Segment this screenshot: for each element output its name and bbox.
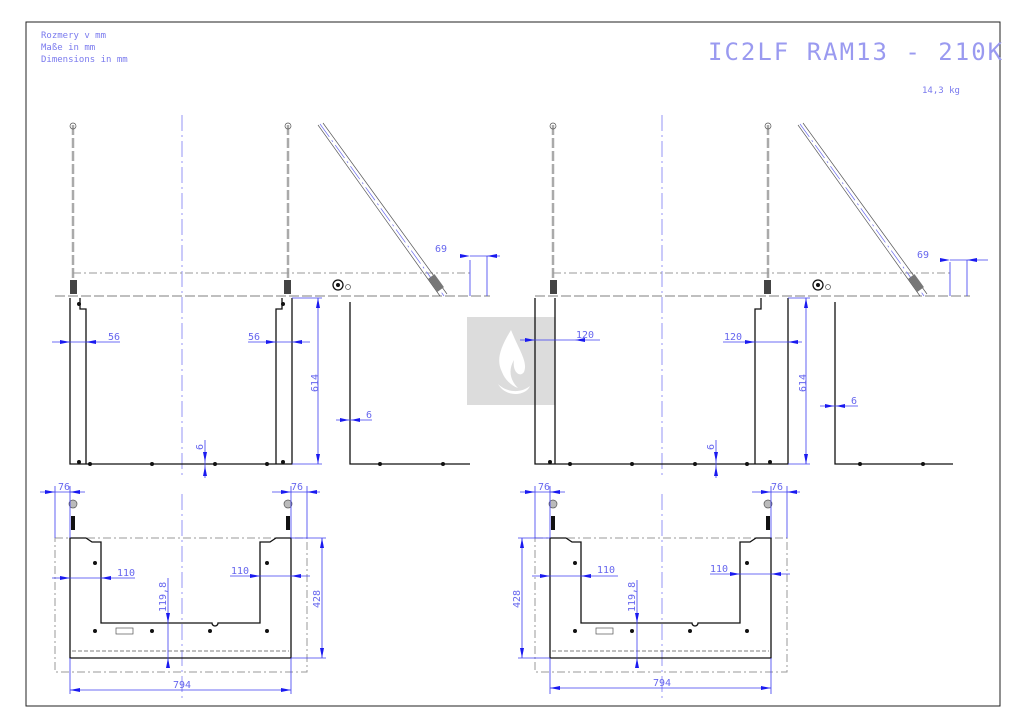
dim-side-thickness: 6 — [851, 396, 857, 407]
dim-bottom-thickness: 6 — [706, 444, 717, 450]
drawing-frame — [25, 21, 1001, 707]
dim-hinge-right: 76 — [771, 482, 783, 493]
right-unit: 69 120 120 614 6 6 76 76 — [512, 115, 988, 700]
dim-inner-left: 110 — [117, 568, 135, 579]
flame-logo-icon — [467, 317, 555, 405]
dim-hinge-left: 76 — [58, 482, 70, 493]
side-elevation — [797, 122, 953, 466]
dim-wall-left: 56 — [108, 332, 120, 343]
dim-height: 614 — [798, 374, 809, 392]
dim-bottom-thickness: 6 — [195, 444, 206, 450]
dim-width: 794 — [653, 678, 671, 689]
dim-inner-right: 110 — [231, 566, 249, 577]
dim-depth: 428 — [512, 590, 523, 608]
weight-label: 14,3 kg — [922, 86, 960, 96]
dim-inner-depth: 119,8 — [627, 582, 638, 612]
dim-hinge-right: 76 — [291, 482, 303, 493]
dim-height: 614 — [310, 374, 321, 392]
dim-wall-left: 120 — [576, 330, 594, 341]
left-unit: 69 56 56 614 6 6 76 76 — [40, 115, 500, 700]
units-label-en: Dimensions in mm — [41, 55, 128, 65]
dim-hinge-left: 76 — [538, 482, 550, 493]
drawing-title: IC2LF RAM13 - 210K — [708, 38, 1004, 66]
dim-wall-right: 56 — [248, 332, 260, 343]
dim-depth: 428 — [312, 590, 323, 608]
dim-inner-left: 110 — [597, 565, 615, 576]
dimensions: 69 120 120 614 6 6 — [520, 250, 988, 478]
units-label-de: Maße in mm — [41, 43, 95, 53]
plan-view: 76 76 110 110 119,8 428 794 — [40, 482, 326, 700]
dim-inner-right: 110 — [710, 564, 728, 575]
dim-side-thickness: 6 — [366, 410, 372, 421]
front-elevation — [534, 115, 970, 478]
dim-inner-depth: 119,8 — [158, 582, 169, 612]
front-elevation — [55, 115, 490, 478]
dim-strut-offset: 69 — [435, 244, 447, 255]
dim-width: 794 — [173, 680, 191, 691]
dim-wall-right: 120 — [724, 332, 742, 343]
units-label-sk: Rozmery v mm — [41, 31, 106, 41]
dim-strut-offset: 69 — [917, 250, 929, 261]
side-elevation — [317, 122, 470, 466]
plan-view: 76 76 110 110 119,8 428 794 — [512, 482, 800, 700]
dimensions: 69 56 56 614 6 6 — [52, 244, 500, 478]
